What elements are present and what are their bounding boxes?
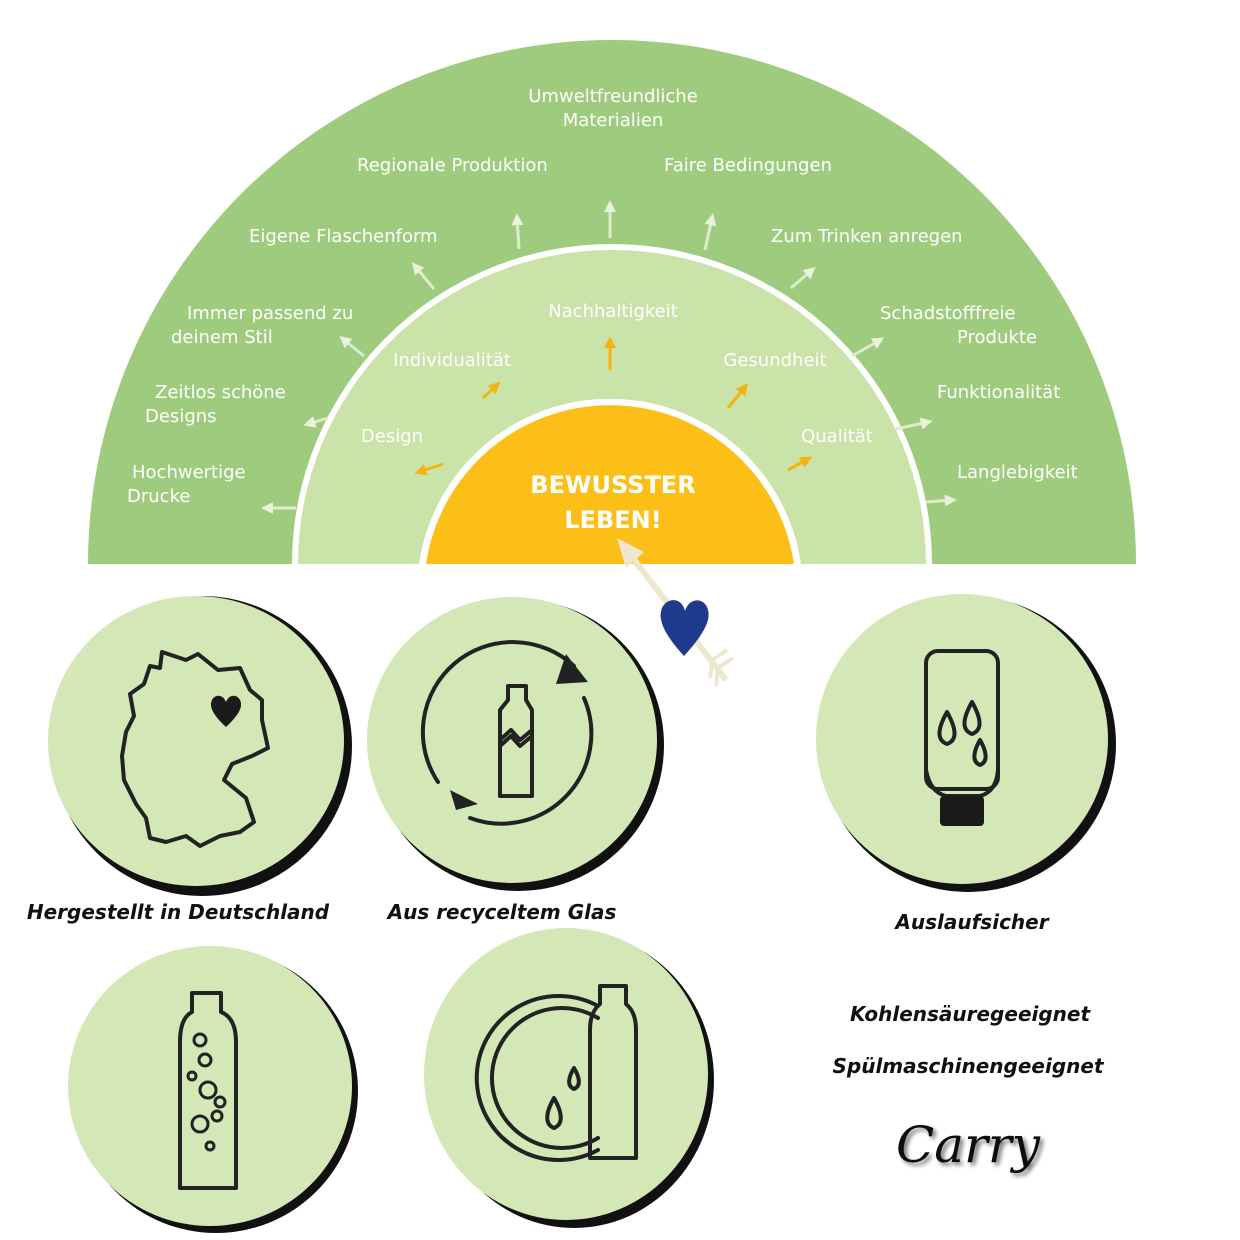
caption-germany: Hergestellt in Deutschland <box>27 900 330 924</box>
germany-map-heart-icon <box>120 650 270 848</box>
caption-recycled: Aus recyceltem Glas <box>386 900 617 924</box>
badge-background <box>424 928 708 1220</box>
label-passend-1: Immer passend zu <box>187 303 353 324</box>
label-funktion: Funktionalität <box>937 382 1060 403</box>
label-zeitlos-1: Zeitlos schöne <box>155 382 286 403</box>
label-nachhaltigkeit: Nachhaltigkeit <box>548 301 678 322</box>
ring-arrows <box>261 200 957 514</box>
core-text-line-1: BEWUSSTER <box>530 471 695 499</box>
feature-germany <box>48 596 352 896</box>
label-flaschenform: Eigene Flaschenform <box>249 226 438 247</box>
core-text-line-2: LEBEN! <box>564 506 661 534</box>
feature-carbonation <box>68 946 358 1233</box>
heart-arrow-icon <box>617 538 735 687</box>
label-hochwertige-drucke-2: Drucke <box>127 486 190 507</box>
label-individualitaet: Individualität <box>393 350 511 371</box>
caption-dishwasher: Spülmaschinengeeignet <box>832 1054 1104 1078</box>
values-diagram: BEWUSSTER LEBEN! Design Individualität N… <box>88 40 1136 564</box>
core-circle <box>426 405 794 564</box>
label-schadstoff-2: Produkte <box>957 327 1037 348</box>
brand-logo: Carry <box>896 1116 1041 1174</box>
badge-background <box>68 946 352 1226</box>
dishwasher-bottle-icon <box>474 984 638 1162</box>
label-design: Design <box>361 426 423 447</box>
label-gesundheit: Gesundheit <box>723 350 826 371</box>
label-regional: Regionale Produktion <box>357 155 548 176</box>
label-umwelt-1: Umweltfreundliche <box>528 86 698 107</box>
feature-recycled <box>367 597 664 891</box>
bubbles-bottle-icon <box>178 991 238 1190</box>
core-arrows <box>414 336 813 476</box>
badge-background <box>816 594 1108 884</box>
label-langlebig: Langlebigkeit <box>957 462 1078 483</box>
feature-leakproof <box>816 594 1116 892</box>
label-qualitaet: Qualität <box>801 426 873 447</box>
label-hochwertige-drucke-1: Hochwertige <box>132 462 246 483</box>
recycle-bottle-icon <box>420 640 594 826</box>
label-zeitlos-2: Designs <box>145 406 217 427</box>
caption-leakproof: Auslaufsicher <box>893 910 1049 934</box>
label-trinken: Zum Trinken anregen <box>771 226 963 247</box>
label-umwelt-2: Materialien <box>563 110 664 131</box>
label-schadstoff-1: Schadstofffreie <box>880 303 1016 324</box>
caption-carbonation: Kohlensäuregeeignet <box>850 1002 1092 1026</box>
label-faire: Faire Bedingungen <box>664 155 832 176</box>
feature-dishwasher <box>424 928 714 1228</box>
leakproof-bottle-icon <box>924 649 1000 826</box>
label-passend-2: deinem Stil <box>171 327 273 348</box>
badge-background <box>48 596 344 886</box>
